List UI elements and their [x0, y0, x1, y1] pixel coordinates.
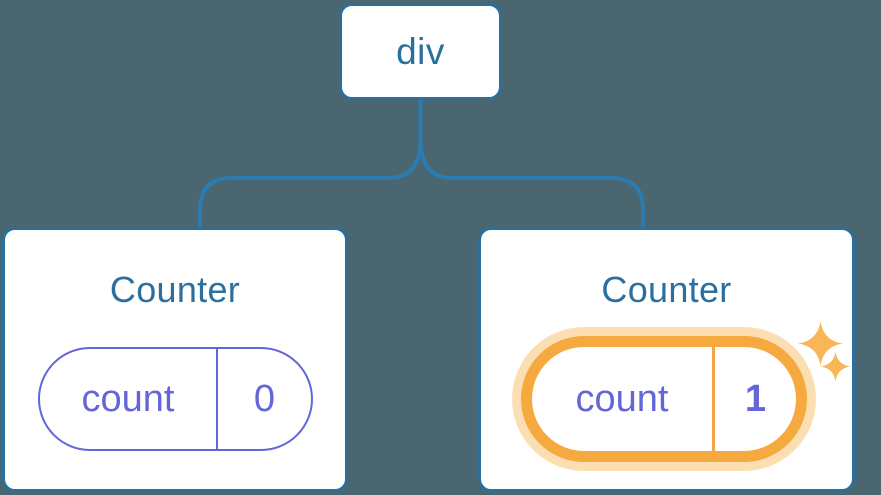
node-div-label: div	[396, 31, 445, 72]
state-pill-count-right-highlighted[interactable]: count 1	[521, 336, 807, 462]
node-div[interactable]: div	[339, 3, 502, 100]
state-key-label: count	[40, 349, 218, 449]
connector-branch-left	[198, 138, 423, 230]
connector-branch-right	[418, 138, 645, 230]
state-pill-count-left[interactable]: count 0	[38, 347, 313, 451]
counter-card-right-title: Counter	[601, 269, 732, 310]
counter-card-left-title: Counter	[109, 269, 241, 310]
state-value-label: 0	[253, 378, 276, 420]
state-key-label: count	[532, 347, 715, 451]
state-value-label: 1	[744, 378, 767, 420]
